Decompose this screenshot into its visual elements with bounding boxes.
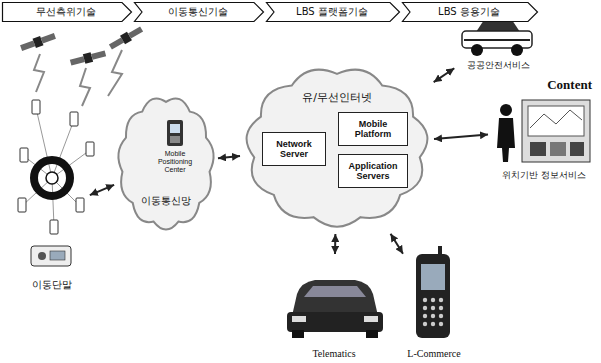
server-box: Network Server [262, 132, 326, 166]
stage-chevron: LBS 플랫폼기술 [266, 2, 400, 22]
satellite [69, 49, 106, 68]
node-label: Telematics [312, 348, 355, 360]
node-label: Mobile Positioning Center [148, 150, 202, 174]
node-label: Application Servers [342, 161, 404, 182]
connector-arrow [434, 135, 488, 139]
terminal-link [22, 108, 90, 226]
node-label: 유/무선인터넷 [302, 92, 372, 105]
positioning-center: Mobile Positioning Center [146, 118, 204, 176]
service-icon-group: L-Commerce [404, 248, 464, 360]
connector-arrow [391, 234, 403, 254]
internet-cloud: 유/무선인터넷 Network Server Mobile PlatformAppl… [242, 62, 432, 232]
connector-arrow [90, 185, 114, 195]
terminal-group: 이동단말 [16, 130, 88, 292]
stage-chevron: 무선측위기술 [2, 2, 132, 22]
connector-arrow [434, 68, 455, 82]
terminal-device [31, 246, 71, 266]
signal-bolt [34, 50, 122, 106]
telematics-car [287, 280, 383, 338]
node-label: 공공안전서비스 [467, 60, 530, 70]
node-label: 이동단말 [32, 279, 72, 291]
node-label: Mobile Platform [342, 119, 404, 140]
node-label: 위치기반 정보서비스 [502, 170, 586, 180]
ring-symbol [34, 160, 70, 196]
node-label: LBS 응용기술 [438, 6, 500, 18]
node-label: Content [547, 78, 598, 93]
connector-arrow [334, 234, 336, 254]
node-label: 무선측위기술 [36, 6, 96, 18]
mobile-phone [416, 246, 450, 338]
server-box: Mobile Platform [338, 112, 408, 146]
satellite [19, 31, 56, 53]
node-label: LBS 플랫폼기술 [296, 6, 368, 18]
satellite [108, 25, 144, 52]
service-icon-group: Telematics [282, 256, 386, 360]
stage-chevron: LBS 응용기술 [402, 2, 538, 22]
server-box: Application Servers [338, 154, 408, 188]
service-icon-group: 공공안전서비스 [456, 6, 540, 72]
service-icon-group: Content 위치기반 정보서비스 [490, 78, 598, 182]
node-label: 이동통신기술 [168, 6, 228, 18]
network-cloud: 이동통신망 Mobile Positioning Center [116, 92, 216, 234]
node-label: 이동통신망 [141, 195, 191, 207]
stage-chevron: 이동통신기술 [134, 2, 264, 22]
node-label: L-Commerce [407, 348, 460, 360]
content-picture [497, 100, 590, 162]
connector-arrow [218, 156, 240, 158]
terminal-phone [18, 100, 94, 234]
node-label: Network Server [266, 139, 322, 160]
